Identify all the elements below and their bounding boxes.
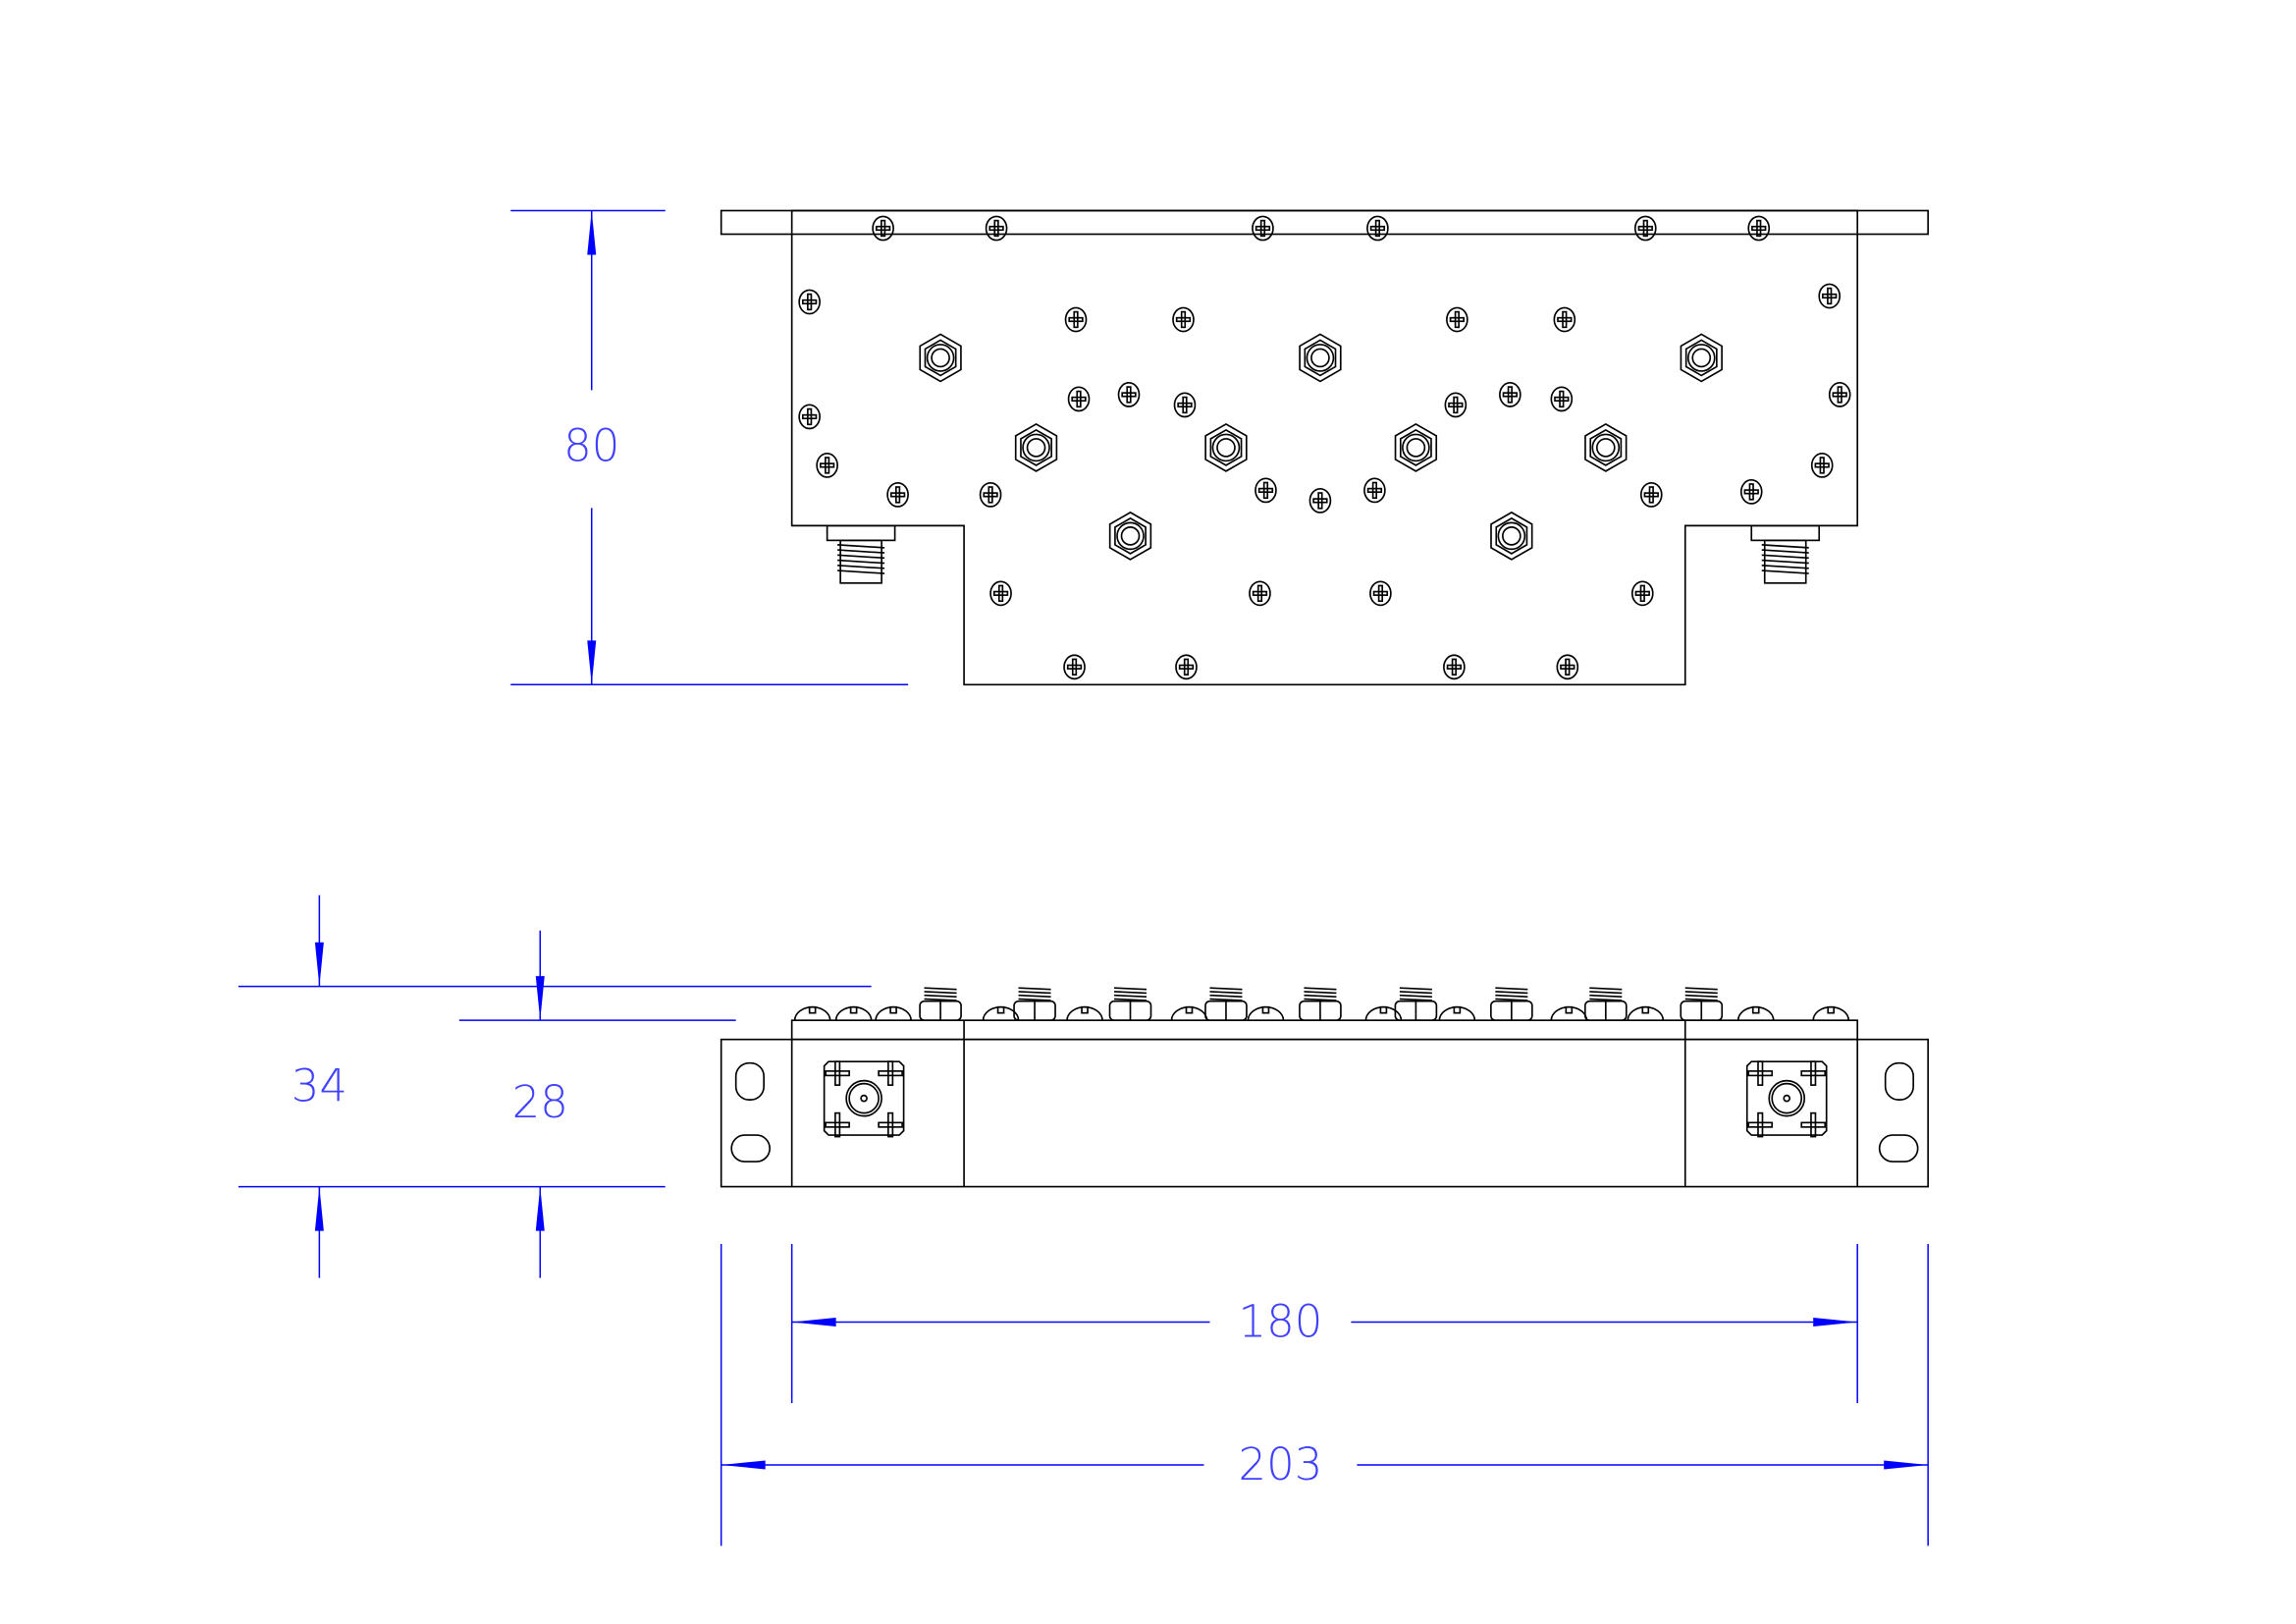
- filter-body-top: [790, 209, 1859, 686]
- screw-head-icon: [1364, 1005, 1403, 1021]
- screw-head-icon: [793, 1005, 831, 1021]
- screw-head-icon: [875, 1005, 912, 1021]
- screw-icon: [1064, 306, 1088, 333]
- screw-head-icon: [1247, 1005, 1285, 1021]
- screw-head-icon: [1438, 1005, 1476, 1021]
- dimension-lines: 80 34 28 180 203: [238, 209, 1929, 1546]
- screw-icon: [1369, 580, 1392, 607]
- screw-icon: [1739, 478, 1763, 505]
- screw-icon: [1499, 382, 1522, 407]
- screw-icon: [1556, 654, 1579, 680]
- tuning-nut-icon: [919, 333, 962, 383]
- sma-connector-icon: [1750, 524, 1821, 584]
- screw-icon: [1063, 654, 1086, 680]
- screw-icon: [1363, 477, 1386, 504]
- side-top-features: [793, 987, 1850, 1021]
- tuning-screw-icon: [1013, 987, 1056, 1021]
- mounting-slot: [734, 1061, 765, 1101]
- connector-group: [826, 524, 1821, 584]
- screw-icon: [1443, 654, 1466, 680]
- screw-icon: [1550, 386, 1574, 412]
- screw-icon: [1249, 580, 1271, 607]
- screw-icon: [1172, 306, 1195, 333]
- screw-icon: [979, 481, 1002, 508]
- screw-head-icon: [1736, 1005, 1775, 1021]
- screw-group: [798, 215, 1851, 680]
- top-view: [720, 209, 1929, 686]
- cover-plate: [790, 1019, 1859, 1041]
- screw-head-icon: [1550, 1005, 1588, 1021]
- screw-head-icon: [834, 1005, 873, 1021]
- screw-head-icon: [1627, 1005, 1665, 1021]
- screw-head-icon: [1170, 1005, 1208, 1021]
- filter-body-side: [720, 1038, 1929, 1188]
- connector-face-icon: [1745, 1060, 1828, 1138]
- tuning-nut-icon: [1204, 422, 1248, 472]
- screw-icon: [1639, 481, 1663, 508]
- tuning-screw-icon: [1583, 987, 1628, 1021]
- mounting-slot: [730, 1134, 771, 1163]
- connector-face-icon: [823, 1060, 905, 1138]
- tuning-nut-icon: [1490, 511, 1533, 561]
- side-view: [720, 987, 1929, 1188]
- screw-icon: [1252, 215, 1274, 242]
- screw-icon: [872, 215, 894, 242]
- screw-icon: [1173, 392, 1197, 418]
- tuning-screw-icon: [1299, 987, 1342, 1021]
- screw-icon: [1810, 453, 1834, 478]
- screw-icon: [798, 289, 821, 315]
- dimension-height-80: 80: [563, 419, 619, 471]
- tuning-screw-icon: [919, 987, 962, 1021]
- tuning-nut-icon: [1299, 333, 1342, 383]
- screw-head-icon: [1066, 1005, 1103, 1021]
- mounting-flange: [720, 209, 1929, 236]
- mounting-slot: [1878, 1134, 1919, 1163]
- screw-icon: [1553, 306, 1576, 333]
- tuning-nut-icon: [1394, 422, 1438, 472]
- dimension-height-28: 28: [512, 1076, 568, 1128]
- tuning-nut-icon: [1584, 422, 1628, 472]
- screw-icon: [989, 580, 1012, 607]
- screw-icon: [1117, 382, 1141, 407]
- screw-icon: [1630, 580, 1654, 607]
- tuning-nut-icon: [1014, 422, 1058, 472]
- screw-icon: [1444, 392, 1468, 418]
- tuning-screw-icon: [1108, 987, 1152, 1021]
- tuning-screw-icon: [1490, 987, 1533, 1021]
- screw-icon: [1366, 215, 1389, 242]
- screw-icon: [1308, 487, 1332, 514]
- tuning-nut-icon: [1680, 333, 1723, 383]
- screw-icon: [1828, 382, 1851, 407]
- screw-icon: [1747, 215, 1771, 242]
- screw-head-icon: [982, 1005, 1020, 1021]
- tuning-nut-icon: [1108, 511, 1152, 561]
- screw-icon: [1255, 477, 1277, 504]
- mounting-slot: [1884, 1061, 1914, 1101]
- screw-head-icon: [1812, 1005, 1850, 1021]
- tuning-screw-icon: [1204, 987, 1248, 1021]
- screw-icon: [1446, 306, 1468, 333]
- screw-icon: [1175, 654, 1198, 680]
- screw-icon: [1633, 215, 1657, 242]
- screw-icon: [798, 404, 821, 430]
- connector-faces: [823, 1060, 1828, 1138]
- screw-icon: [1818, 283, 1842, 309]
- screw-icon: [1067, 386, 1091, 412]
- sma-connector-icon: [826, 524, 896, 584]
- tuning-screw-icon: [1680, 987, 1724, 1021]
- screw-icon: [985, 215, 1008, 242]
- screw-icon: [816, 453, 838, 478]
- dimension-height-34: 34: [292, 1060, 347, 1112]
- tuning-screw-icon: [1394, 987, 1438, 1021]
- dimension-length-180: 180: [1239, 1296, 1323, 1348]
- tuning-nut-group: [919, 333, 1723, 561]
- screw-icon: [886, 481, 909, 508]
- dimension-length-203: 203: [1239, 1438, 1323, 1490]
